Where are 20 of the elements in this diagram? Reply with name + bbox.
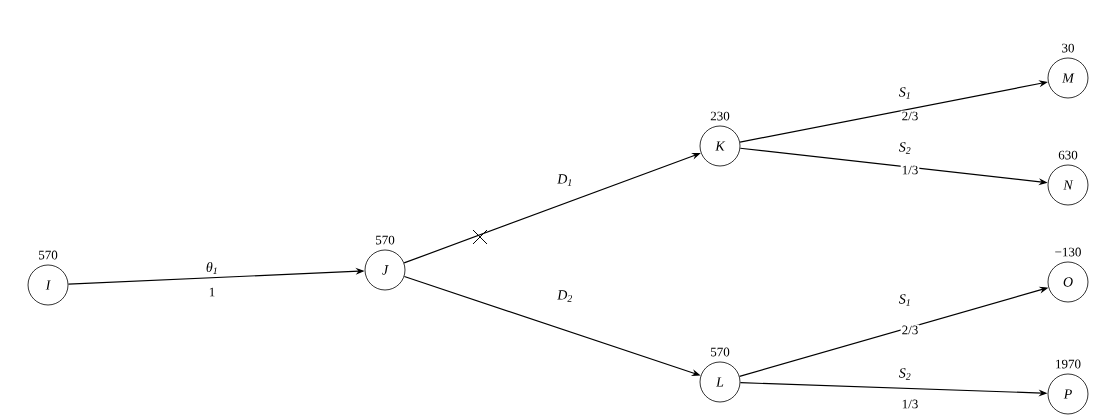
value-label: 570 [376,235,395,245]
probability-label: 2/3 [900,110,920,122]
edge-label: S$_{2}$ [897,367,913,381]
edge-label: S$_{2}$ [897,141,913,155]
edge-label: θ$_{1}$ [204,261,220,275]
edge-label: D$_{2}$ [556,289,574,303]
value-label: 570 [39,250,58,260]
value-label: 30 [1062,43,1074,53]
probability-label: 2/3 [900,324,920,336]
edge-label: S$_{1}$ [897,293,913,307]
edge-label: S$_{1}$ [897,86,913,100]
probability-label: 1 [207,286,217,298]
edge-label: D$_{1}$ [556,173,574,187]
value-label: −130 [1055,247,1081,257]
value-label: 230 [710,111,730,121]
value-label: 1970 [1056,359,1081,369]
probability-label: 1/3 [900,164,920,176]
value-label: 630 [1058,150,1078,160]
probability-label: 1/3 [900,398,920,410]
value-label: 570 [711,347,730,357]
